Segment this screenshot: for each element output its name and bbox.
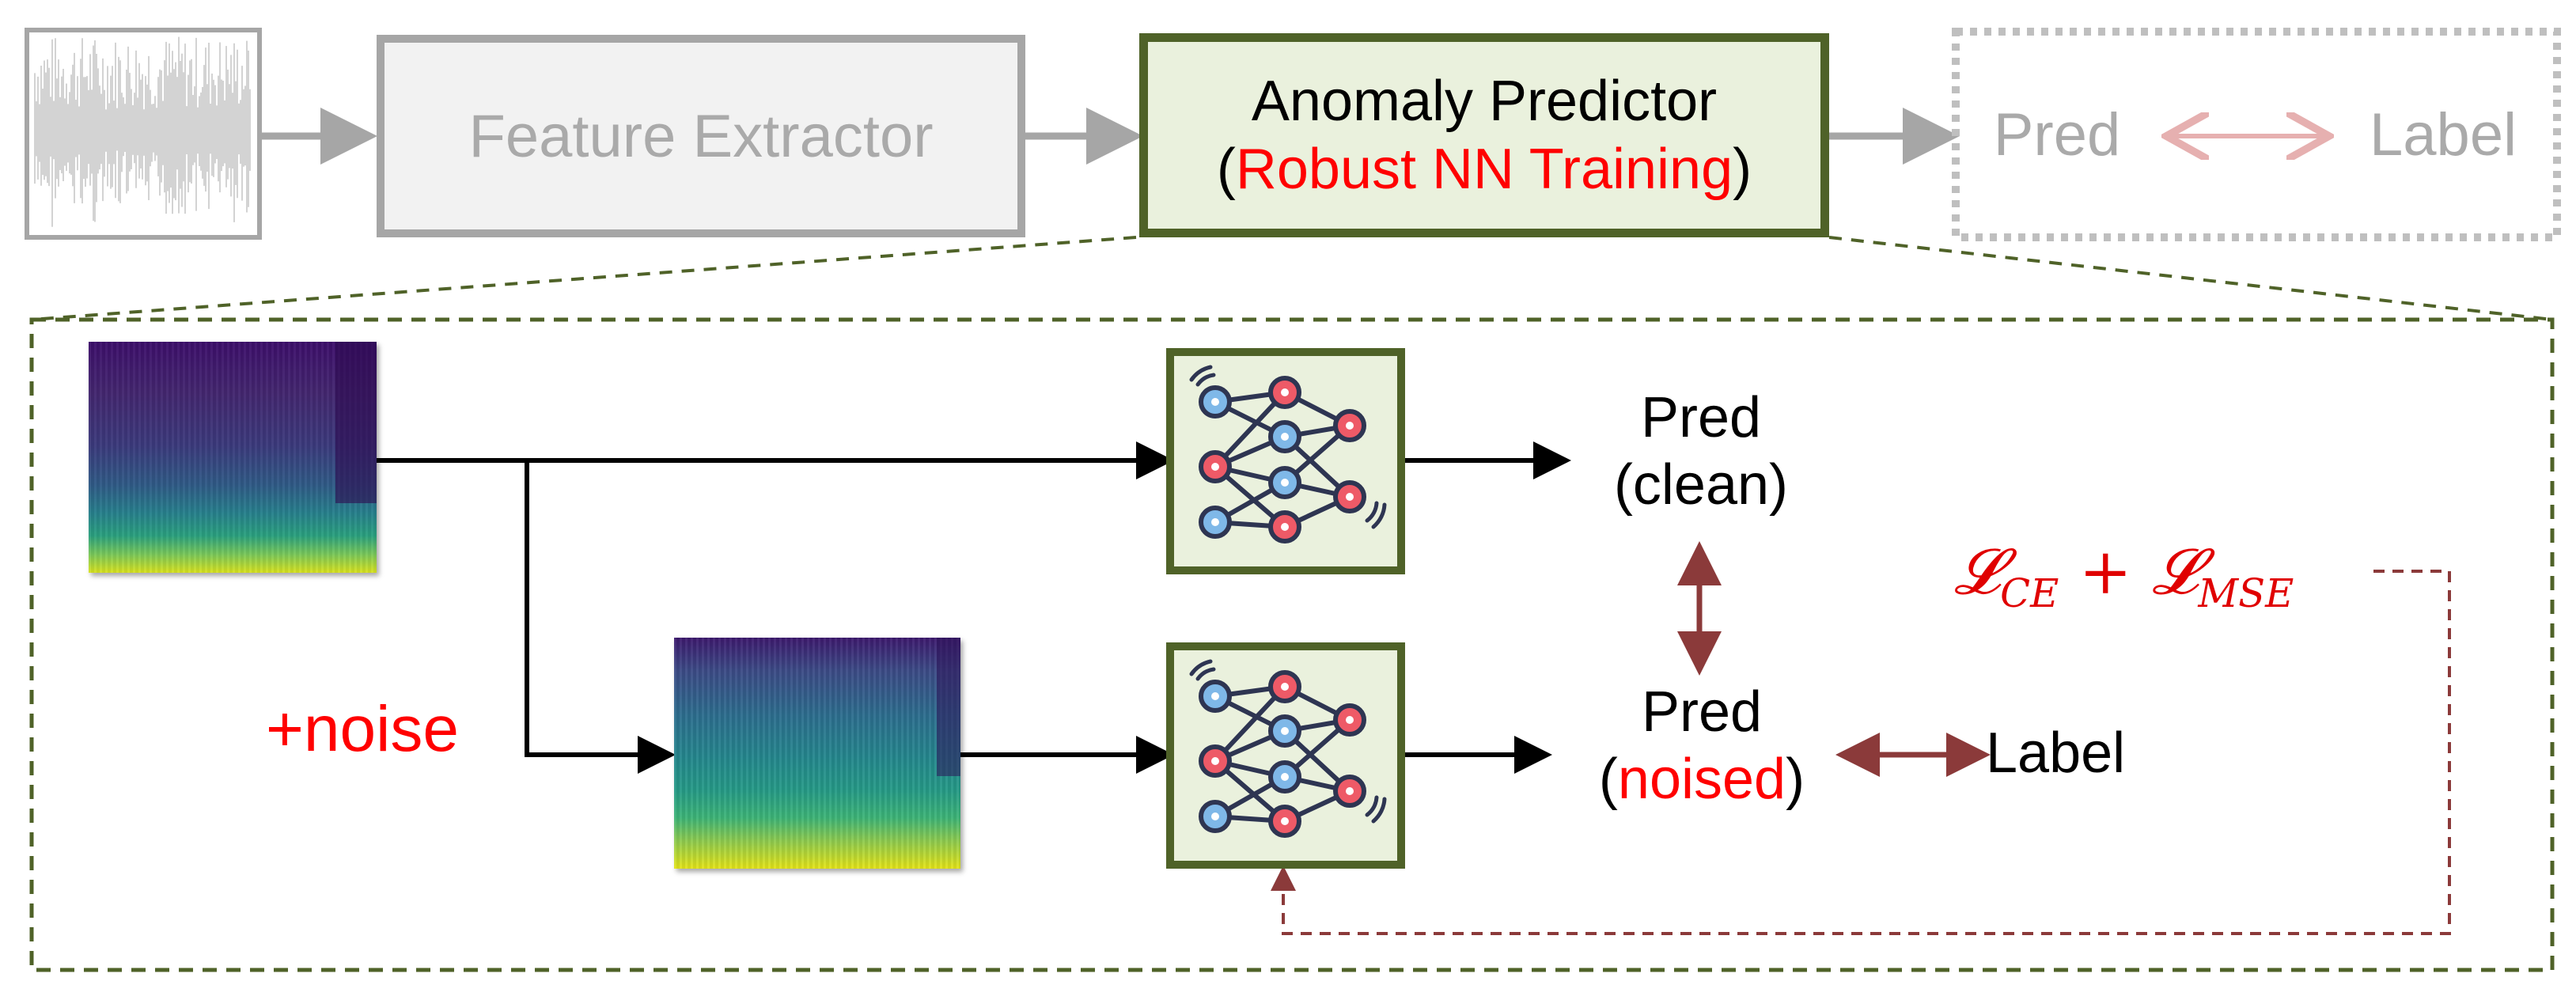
nn-node-dot xyxy=(1346,716,1354,724)
nn-node-dot xyxy=(1211,518,1219,526)
nn-node-dot xyxy=(1281,773,1289,781)
nn-signal-arc xyxy=(1365,795,1379,817)
nn-edge xyxy=(1213,684,1287,763)
clean-spectrogram-dark-edge xyxy=(335,342,377,504)
nn-signal-arc xyxy=(1371,797,1387,824)
nn-clean-box xyxy=(1166,348,1405,574)
nn-node-dot xyxy=(1346,422,1354,430)
loss-formula: 𝓛CE + 𝓛MSE xyxy=(1954,535,2294,616)
feature-extractor-label: Feature Extractor xyxy=(468,102,934,170)
feature-extractor-box: Feature Extractor xyxy=(377,35,1025,237)
nn-signal-arc xyxy=(1371,502,1387,529)
nn-node-dot xyxy=(1346,493,1354,501)
clean-spectrogram-bands xyxy=(89,342,377,573)
nn-node-dot xyxy=(1281,479,1289,487)
noised-spectrogram-bands xyxy=(674,638,960,869)
detail-frame xyxy=(29,317,2555,972)
noised-paren-open: ( xyxy=(1598,747,1618,811)
output-box xyxy=(1952,28,2561,241)
nn-node-dot xyxy=(1281,433,1289,441)
nn-node-dot xyxy=(1281,388,1289,396)
waveform-icon xyxy=(34,36,251,227)
robust-training-label: Robust NN Training xyxy=(1235,138,1733,201)
paren-close: ) xyxy=(1733,138,1752,201)
output-label-label: Label xyxy=(2370,101,2517,169)
clean-spectrogram xyxy=(89,342,377,573)
neural-network-icon xyxy=(1189,365,1387,544)
nn-node-dot xyxy=(1211,463,1219,471)
pred-clean-line1: Pred xyxy=(1640,386,1762,449)
arrow-branch-to-noised xyxy=(525,460,676,774)
nn-signal-arc xyxy=(1189,659,1213,676)
nn-node-dot xyxy=(1211,812,1219,820)
nn-signal-arc xyxy=(1195,667,1216,681)
noised-paren-close: ) xyxy=(1786,747,1805,811)
noise-label: +noise xyxy=(266,693,459,765)
neural-network-icon xyxy=(1189,659,1387,838)
anomaly-predictor-subtitle: (Robust NN Training) xyxy=(1217,135,1752,203)
anomaly-predictor-title: Anomaly Predictor xyxy=(1251,69,1718,133)
zoom-line-left xyxy=(31,236,1137,321)
nn-node-dot xyxy=(1281,523,1289,531)
pred-noised-line1: Pred xyxy=(1641,680,1763,744)
nn-noised-box xyxy=(1166,642,1405,869)
noised-spectrogram xyxy=(674,638,960,869)
nn-signal-arc xyxy=(1189,365,1213,382)
waveform-frame xyxy=(25,28,262,240)
output-pred-label: Pred xyxy=(1993,101,2121,169)
nn-node-dot xyxy=(1346,787,1354,795)
nn-node-dot xyxy=(1281,727,1289,735)
nn-node-dot xyxy=(1281,817,1289,825)
anomaly-predictor-box: Anomaly Predictor (Robust NN Training) xyxy=(1139,33,1829,237)
nn-node-dot xyxy=(1281,683,1289,691)
pred-noised-label: Pred (noised) xyxy=(1555,679,1848,813)
paren-open: ( xyxy=(1216,138,1236,201)
pred-noised-line2: (noised) xyxy=(1555,746,1848,813)
nn-node-dot xyxy=(1211,398,1219,406)
nn-node-dot xyxy=(1211,692,1219,700)
nn-signal-arc xyxy=(1195,373,1216,387)
zoom-line-right xyxy=(1828,236,2553,321)
loss-feedback-path xyxy=(1271,570,2451,935)
nn-signal-arc xyxy=(1365,501,1379,523)
nn-node-dot xyxy=(1211,757,1219,765)
nn-edge xyxy=(1213,390,1287,469)
noised-spectrogram-dark-edge xyxy=(937,638,960,777)
detail-label: Label xyxy=(1986,722,2126,785)
pred-clean-line2: (clean) xyxy=(1613,453,1789,517)
noised-word: noised xyxy=(1617,747,1786,811)
pred-clean-label: Pred (clean) xyxy=(1566,384,1835,519)
